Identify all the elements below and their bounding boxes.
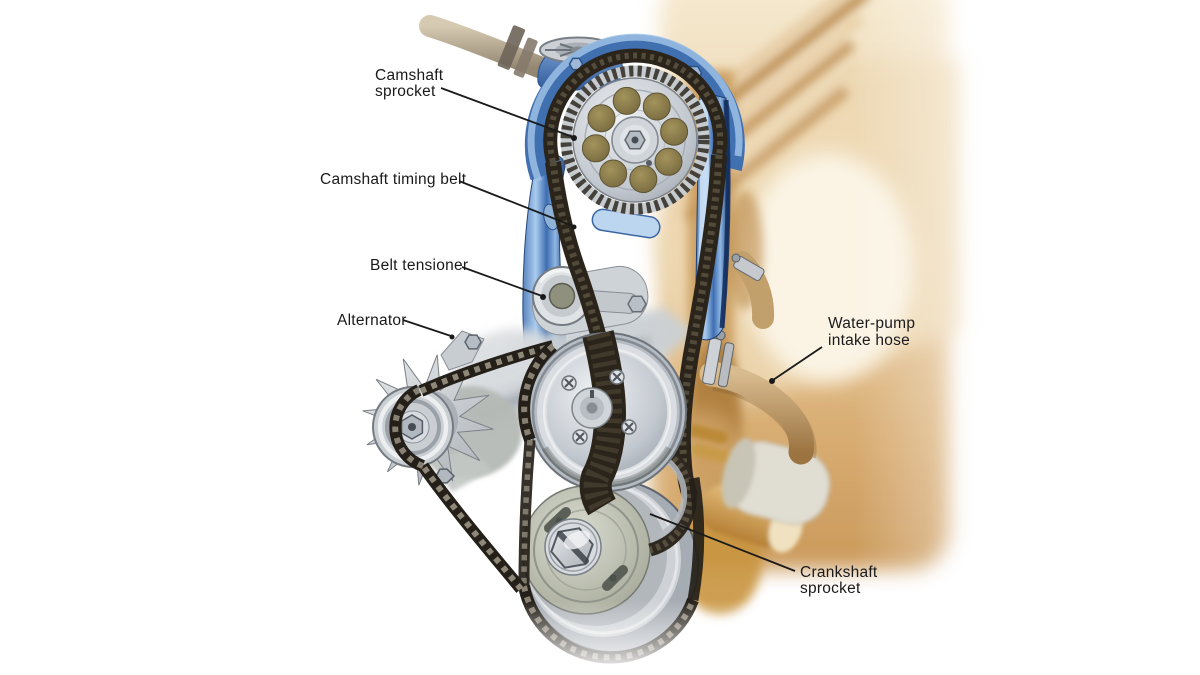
label-text: sprocket xyxy=(375,83,436,100)
leader-dot xyxy=(769,378,775,384)
heater-hose-stub xyxy=(731,251,775,329)
water-pump-hub xyxy=(561,369,637,445)
alternator-mount-bolt-icon xyxy=(464,334,482,350)
alternator xyxy=(362,330,522,492)
tensioner-bolt-icon xyxy=(627,295,647,313)
clamp-screw-icon xyxy=(731,253,741,263)
hose-clamp xyxy=(702,330,735,388)
leader-dot xyxy=(571,135,577,141)
leader-line xyxy=(772,346,823,381)
leader-line xyxy=(649,513,796,572)
leader-line xyxy=(402,319,452,337)
label-text: Water-pump xyxy=(828,315,915,332)
timing-belt-front-run xyxy=(579,330,627,516)
leader-line xyxy=(461,266,543,297)
sprocket-holes xyxy=(581,86,689,194)
label-text: Alternator xyxy=(337,312,407,329)
label-text: Crankshaft xyxy=(800,564,878,581)
leader-dot xyxy=(540,294,546,300)
label-camshaft-sprocket: Camshaft sprocket xyxy=(375,67,577,141)
leader-dot xyxy=(449,334,455,340)
camshaft-sprocket xyxy=(560,65,710,215)
leader-line xyxy=(458,180,574,227)
fade-bottom xyxy=(0,600,1200,675)
top-hose-clamps xyxy=(497,25,538,78)
label-water-pump-intake-hose: Water-pump intake hose xyxy=(769,315,915,384)
label-belt-tensioner: Belt tensioner xyxy=(370,257,546,300)
fade-right xyxy=(855,0,1200,675)
label-alternator: Alternator xyxy=(337,312,455,340)
label-text: Belt tensioner xyxy=(370,257,468,274)
label-text: intake hose xyxy=(828,332,910,349)
top-hose xyxy=(419,15,553,79)
leader-dot xyxy=(571,224,577,230)
label-crankshaft-sprocket: Crankshaft sprocket xyxy=(649,513,878,597)
water-pump-intake-hose xyxy=(699,330,817,465)
leader-line xyxy=(440,87,574,138)
label-text: sprocket xyxy=(800,580,861,597)
label-text: Camshaft timing belt xyxy=(320,171,467,188)
label-text: Camshaft xyxy=(375,67,444,84)
pulley-screws xyxy=(561,369,637,445)
label-camshaft-timing-belt: Camshaft timing belt xyxy=(320,171,577,230)
